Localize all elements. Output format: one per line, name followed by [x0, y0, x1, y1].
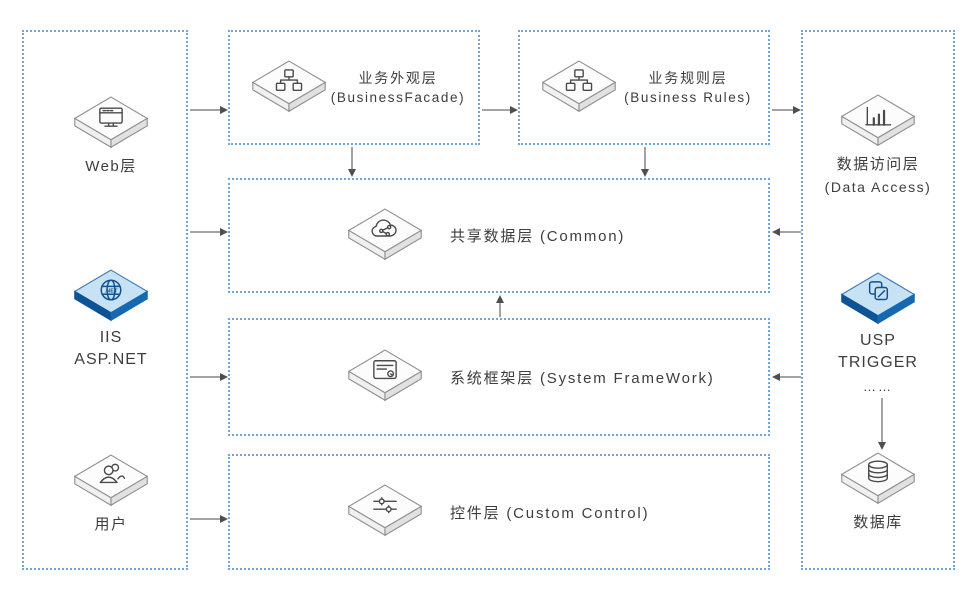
system-framework-box: 系统框架层 (System FrameWork)	[228, 318, 770, 436]
business-facade-en: (BusinessFacade)	[330, 89, 466, 105]
cloud-share-icon	[348, 208, 422, 260]
user-label: 用户	[94, 516, 128, 533]
business-rules-cn: 业务规则层	[648, 69, 728, 86]
aspnet-label: ASP.NET	[74, 351, 148, 368]
custom-control-label: 控件层 (Custom Control)	[450, 504, 650, 522]
script-pages-icon	[841, 272, 915, 324]
client-column-panel: Web层 .NET IIS ASP.NET	[22, 30, 188, 570]
form-document-icon	[348, 349, 422, 401]
business-rules-box: 业务规则层 (Business Rules)	[518, 30, 770, 145]
data-access-en: (Data Access)	[824, 179, 932, 195]
business-facade-cn: 业务外观层	[358, 69, 438, 86]
node-usp-trigger: USP TRIGGER ……	[803, 270, 953, 394]
data-access-cn: 数据访问层	[836, 156, 920, 173]
arrow-facade-to-rules	[482, 109, 510, 111]
sliders-icon	[348, 484, 422, 536]
business-facade-text: 业务外观层 (BusinessFacade)	[328, 68, 478, 108]
node-data-access: 数据访问层 (Data Access)	[803, 92, 953, 198]
arrow-usp-to-database	[881, 398, 883, 442]
arrow-client-to-common	[190, 231, 220, 233]
business-rules-text: 业务规则层 (Business Rules)	[618, 68, 768, 108]
arrow-web-to-facade	[190, 109, 220, 111]
sitemap-hierarchy-icon	[252, 60, 326, 112]
trigger-label: TRIGGER	[838, 354, 918, 371]
database-cylinder-icon	[841, 452, 915, 504]
people-icon	[74, 454, 148, 506]
system-framework-label: 系统框架层 (System FrameWork)	[450, 369, 715, 387]
iis-label: IIS	[99, 329, 123, 346]
node-database: 数据库	[803, 450, 953, 533]
custom-control-box: 控件层 (Custom Control)	[228, 454, 770, 570]
data-column-panel: 数据访问层 (Data Access) USP TRIGGER ……	[801, 30, 955, 570]
sitemap-hierarchy-icon	[542, 60, 616, 112]
usp-label: USP	[860, 332, 896, 349]
arrow-rules-to-common	[644, 147, 646, 169]
business-rules-en: (Business Rules)	[624, 89, 752, 105]
dotnet-globe-icon: .NET	[74, 269, 148, 321]
arrow-rules-to-dataaccess	[772, 109, 793, 111]
arrow-data-to-common	[780, 231, 801, 233]
business-facade-box: 业务外观层 (BusinessFacade)	[228, 30, 480, 145]
node-iis-aspnet: .NET IIS ASP.NET	[36, 267, 186, 371]
arrow-client-to-framework	[190, 376, 220, 378]
common-layer-label: 共享数据层 (Common)	[450, 228, 626, 245]
web-layer-label: Web层	[85, 158, 137, 175]
node-user: 用户	[36, 452, 186, 535]
arrow-data-to-framework	[780, 376, 801, 378]
svg-text:.NET: .NET	[104, 288, 118, 294]
browser-window-icon	[74, 96, 148, 148]
bar-chart-icon	[841, 94, 915, 146]
arrow-user-to-control	[190, 518, 220, 520]
database-label: 数据库	[853, 514, 903, 531]
ellipsis-label: ……	[863, 379, 893, 394]
arrow-framework-to-common	[499, 303, 501, 317]
node-web-layer: Web层	[36, 94, 186, 177]
common-layer-box: 共享数据层 (Common)	[228, 178, 770, 293]
arrow-facade-to-common	[351, 147, 353, 169]
